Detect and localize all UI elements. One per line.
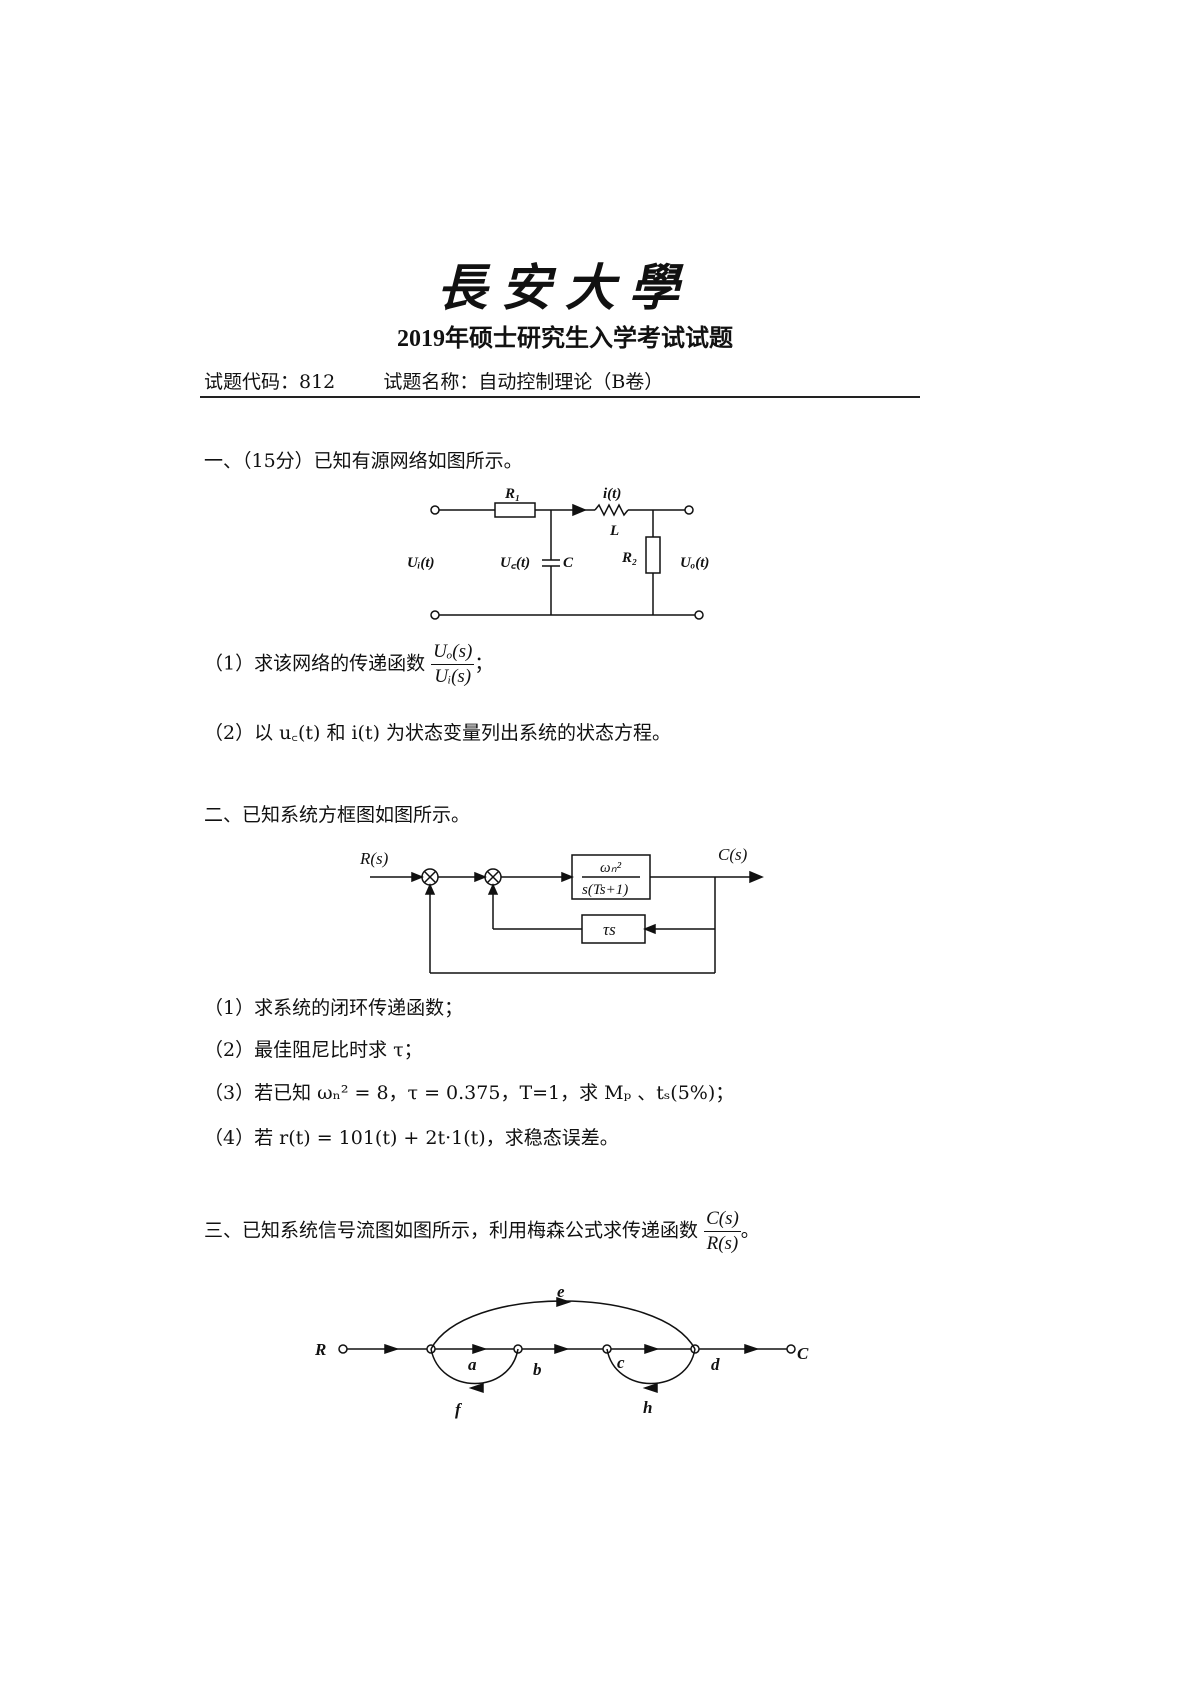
q2-sub1: （1）求系统的闭环传递函数；: [204, 997, 464, 1019]
label-uo: Uₒ(t): [680, 555, 709, 571]
gain-e: e: [557, 1282, 565, 1301]
exam-info: 试题代码：812 试题名称：自动控制理论（B卷）: [204, 367, 705, 394]
label-output-c: C(s): [718, 845, 748, 864]
q1-sub1: （1）求该网络的传递函数 Uₒ(s)Uᵢ(s)；: [204, 640, 493, 689]
gain-h: h: [643, 1398, 652, 1417]
fraction-numerator: Uₒ(s): [431, 640, 475, 665]
q2-block-diagram: R(s) C(s) ωₙ² s(Ts+1) τs: [359, 845, 764, 974]
label-forward-num: ωₙ²: [600, 860, 622, 876]
q3-title: 三、已知系统信号流图如图所示，利用梅森公式求传递函数 C(s)R(s)。: [204, 1207, 760, 1256]
q3-transfer-fraction: C(s)R(s): [704, 1207, 741, 1256]
label-input-r: R(s): [359, 849, 389, 868]
exam-code: 试题代码：812: [204, 371, 336, 393]
q1-transfer-fraction: Uₒ(s)Uᵢ(s): [431, 640, 475, 689]
gain-d: d: [711, 1355, 720, 1374]
label-r1: R₁: [504, 486, 520, 502]
q2-title: 二、已知系统方框图如图所示。: [204, 804, 471, 826]
q1-sub1-text: （1）求该网络的传递函数: [204, 652, 426, 675]
label-c: C: [563, 555, 574, 571]
q3-title-text: 三、已知系统信号流图如图所示，利用梅森公式求传递函数: [204, 1219, 699, 1242]
label-l: L: [609, 523, 619, 539]
node-c: C: [797, 1344, 809, 1363]
q2-sub3: （3）若已知 ωₙ² = 8，τ = 0.375，T=1，求 Mₚ 、tₛ(5%…: [204, 1082, 735, 1104]
gain-f: f: [455, 1400, 463, 1419]
university-logo: 長安大學: [437, 258, 693, 317]
label-current: i(t): [603, 486, 621, 502]
q1-title: 一、（15分）已知有源网络如图所示。: [204, 450, 523, 472]
fraction-numerator: C(s): [704, 1207, 741, 1232]
gain-c: c: [617, 1353, 625, 1372]
label-r2: R₂: [621, 550, 637, 566]
header-divider: [200, 396, 920, 398]
q3-signal-flow-graph: R C a b c d e f h: [314, 1282, 809, 1419]
q1-sub2: （2）以 u꜀(t) 和 i(t) 为状态变量列出系统的状态方程。: [204, 722, 672, 744]
q3-title-suffix: 。: [740, 1219, 760, 1242]
exam-title: 2019年硕士研究生入学考试试题: [397, 326, 733, 352]
q1-circuit-diagram: R₁ i(t) L Uᵢ(t) U꜀(t) C R₂ Uₒ(t): [407, 486, 709, 620]
label-ui: Uᵢ(t): [407, 555, 435, 571]
fraction-denominator: Uᵢ(s): [434, 666, 472, 687]
label-uc: U꜀(t): [500, 555, 530, 571]
gain-b: b: [533, 1360, 542, 1379]
exam-subject: 试题名称：自动控制理论（B卷）: [383, 371, 664, 393]
node-r: R: [314, 1340, 326, 1359]
label-feedback-tau-s: τs: [603, 920, 616, 939]
q2-sub2: （2）最佳阻尼比时求 τ；: [204, 1039, 423, 1061]
q2-sub4: （4）若 r(t) = 101(t) + 2t·1(t)，求稳态误差。: [204, 1127, 619, 1149]
gain-a: a: [468, 1355, 477, 1374]
label-forward-den: s(Ts+1): [582, 882, 628, 898]
q1-sub1-suffix: ；: [474, 652, 494, 675]
fraction-denominator: R(s): [706, 1233, 739, 1254]
